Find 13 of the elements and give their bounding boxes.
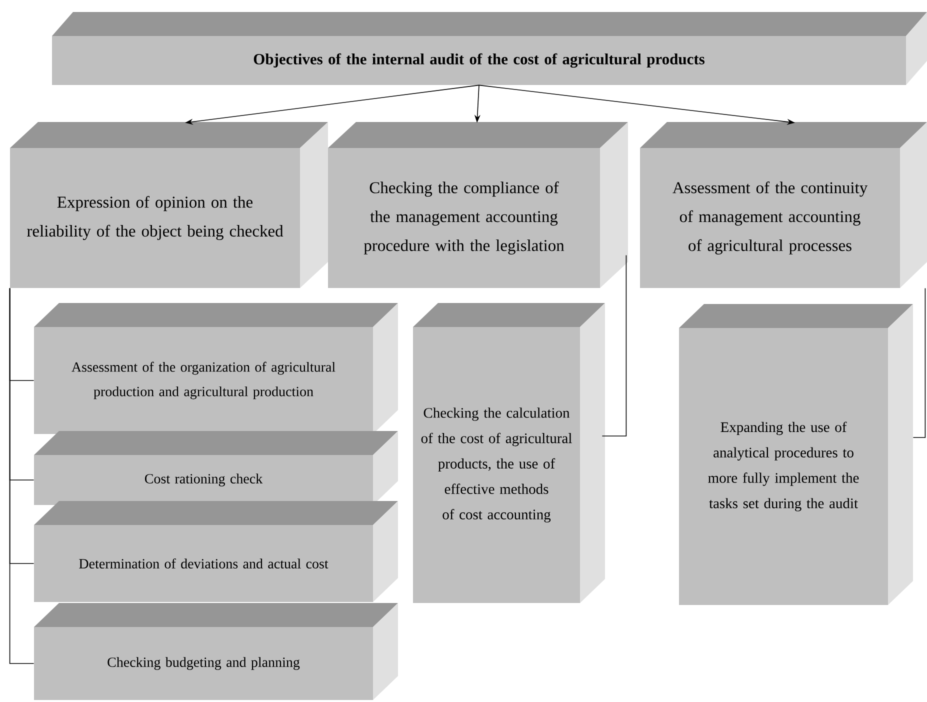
block-box: Cost rationing check (34, 431, 398, 505)
block-box: Expanding the use of analytical procedures to more fully implement the tasks set during the audit (679, 304, 913, 605)
block-box: Determination of deviations and actual cost (34, 501, 398, 602)
connector-line (602, 254, 627, 436)
block-box: Assessment of the organization of agricultural production and agricultural production (34, 303, 398, 434)
block-box: Objectives of the internal audit of the cost of agricultural products (52, 12, 927, 85)
block-box: Checking budgeting and planning (34, 603, 398, 700)
block-box: Assessment of the continuity of management accounting of agricultural processes (640, 122, 927, 288)
connector-line (9, 288, 34, 664)
block-box: Expression of opinion on the reliability of the object being checked (10, 122, 328, 288)
block-box: Checking the compliance of the management accounting procedure with the legislation (328, 122, 628, 288)
block-box: Checking the calculation of the cost of agricultural products, the use of effective methods of cost accounting (413, 303, 605, 603)
connector-line (912, 288, 926, 438)
